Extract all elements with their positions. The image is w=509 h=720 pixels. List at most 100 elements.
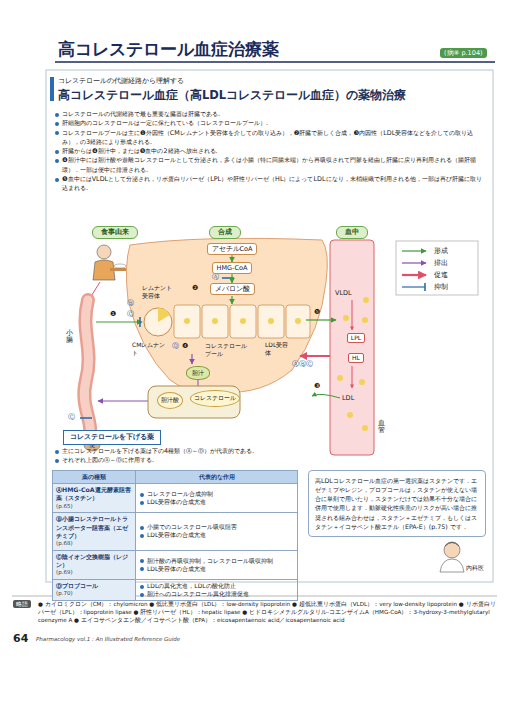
- page-ref: (p.68): [56, 540, 132, 547]
- node-text: 食事由来: [101, 228, 129, 237]
- action-text: LDL受容体の合成亢進: [139, 565, 294, 573]
- callout-number: ❺: [314, 308, 320, 317]
- doctor-figure: [445, 543, 459, 547]
- table-cell: ⒶHMG-CoA還元酵素阻害薬（スタチン）(p.65): [53, 484, 136, 513]
- molecule-box: アセチルCoA: [207, 243, 258, 255]
- table-cell: 薬の種類: [53, 471, 136, 484]
- table-cell: 薬の種類代表的な作用: [53, 471, 298, 484]
- small-intestine: [84, 300, 90, 432]
- drug-marker: Ⓐ: [212, 273, 219, 282]
- action-text: 胆汁酸の再吸収抑制，コレステロール吸収抑制: [139, 557, 294, 565]
- page-number: 64: [13, 632, 28, 646]
- action-text: LDL受容体の合成亢進: [139, 531, 294, 539]
- molecule-box: メバロン酸: [210, 283, 255, 295]
- blood-vessel: [337, 375, 343, 381]
- action-text: 胆汁へのコレステロール異化排泄促進: [139, 590, 294, 598]
- table-cell: 胆汁酸の再吸収抑制，コレステロール吸収抑制LDL受容体の合成亢進: [136, 550, 298, 579]
- pathway-arrows: [312, 394, 340, 398]
- section-header: 血中: [336, 226, 368, 239]
- bullet-text: 主にコレステロールを下げる薬は下の4種類（Ⓐ～Ⓓ）が代表的である.: [54, 447, 299, 456]
- bile-component: コレステロール: [190, 390, 240, 407]
- legend-text: 促進: [434, 271, 448, 279]
- blood-vessel: [347, 412, 353, 418]
- blood-vessel: [343, 315, 349, 321]
- pathway-arrows: [98, 400, 148, 401]
- hepatocytes: [268, 318, 274, 324]
- node-text: HMG-CoA: [217, 264, 248, 272]
- bullet-list: 主にコレステロールを下げる薬は下の4種類（Ⓐ～Ⓓ）が代表的である. それぞれ上図…: [54, 447, 299, 466]
- node-text: LPL: [351, 334, 361, 342]
- page-ref: (p.70): [56, 590, 132, 597]
- enzyme-box: HL: [348, 353, 364, 363]
- pathway-arrows: [352, 366, 353, 388]
- hepatocytes: [202, 305, 228, 338]
- pathway-arrows: [231, 296, 232, 304]
- legend-box: [424, 283, 426, 291]
- hepatocytes: [286, 305, 310, 338]
- table-cell: コレステロール合成抑制LDL受容体の合成亢進: [136, 484, 298, 513]
- section-header: 食事由来: [92, 226, 138, 239]
- bullet-text: それぞれ上図のⒶ～Ⓓに作用する.: [54, 456, 299, 465]
- pathway-arrow: [231, 255, 232, 262]
- abbrev-text: ● カイロミクロン（CM）：chylomicron ● 低比重リポ蛋白（LDL）…: [38, 600, 500, 624]
- pathway-arrows: [352, 300, 353, 330]
- action-text: 小腸でのコレステロール吸収阻害: [139, 523, 294, 531]
- hepatocytes: [230, 305, 256, 338]
- table-cell: Ⓒ陰イオン交換樹脂（レジン）(p.69): [53, 550, 136, 579]
- legend-box: [402, 286, 425, 287]
- running-footer: Pharmacology vol.1 : An Illustrated Refe…: [36, 636, 180, 643]
- hepatocytes: [295, 318, 301, 324]
- part-label: コレステロールプール: [205, 342, 251, 358]
- node-text: HL: [352, 354, 360, 362]
- pathway-arrows: [80, 278, 352, 418]
- node-text: 胆汁酸: [161, 397, 179, 404]
- enzyme-box: LPL: [347, 333, 365, 343]
- section-frame: [46, 70, 493, 582]
- hepatocytes: [144, 305, 310, 338]
- legend-text: 排出: [434, 259, 448, 267]
- hepatocytes: [184, 318, 190, 324]
- blood-vessel: [359, 379, 365, 385]
- reference-tag: (病⑧ p.104): [440, 48, 487, 58]
- pathway-arrows: [198, 380, 199, 386]
- section-frame: [50, 77, 54, 101]
- table-cell: 代表的な作用: [136, 471, 298, 484]
- section-box: コレステロールを下げる薬: [63, 430, 161, 445]
- hepatocytes: [212, 318, 218, 324]
- blood-vessel: [330, 240, 374, 455]
- pathway-arrow: [231, 274, 232, 283]
- bullet-list: コレステロールの代謝経路で最も重要な臓器は肝臓である. 肝細胞内のコレステロール…: [54, 110, 486, 194]
- hepatocytes: [258, 305, 284, 338]
- doctor-figure: [440, 542, 464, 572]
- drug-marker: Ⓓ: [172, 342, 179, 351]
- legend-box: [396, 241, 478, 295]
- blood-vessel: [362, 317, 368, 323]
- title-rule: [55, 62, 495, 63]
- hepatocytes: [158, 308, 170, 322]
- action-text: LDLの異化亢進，LDLの酸化防止: [139, 582, 294, 590]
- pathway-arrows: [96, 321, 142, 322]
- legend-text: 形成: [434, 247, 448, 255]
- callout-number: ❶: [110, 310, 116, 319]
- abbrev-badge: 略語: [13, 600, 31, 608]
- bullet-text: コレステロールの代謝経路で最も重要な臓器は肝臓である.: [54, 110, 486, 119]
- drug-name: ⒶHMG-CoA還元酵素阻害薬（スタチン）: [56, 486, 132, 503]
- hepatocytes: [174, 305, 200, 338]
- table-cell: Ⓓプロブコール(p.70) LDLの異化亢進，LDLの酸化防止胆汁へのコレステロー…: [53, 579, 298, 600]
- bullet-text: ❹胆汁中には胆汁酸や遊離コレステロールとして分泌され，多くは小腸（特に回腸末端）…: [54, 156, 486, 175]
- hepatocytes: [144, 308, 172, 336]
- part-label: LDL受容体: [265, 341, 291, 357]
- speaker-label: 内科医: [466, 564, 484, 572]
- molecule-box: HMG-CoA: [212, 262, 253, 274]
- drug-name: Ⓓプロブコール: [56, 582, 132, 590]
- callout-number: ❷: [192, 284, 198, 293]
- callout-number: ❸: [314, 382, 320, 391]
- page-ref: (p.65): [56, 503, 132, 510]
- drug-table: 薬の種類代表的な作用 ⒶHMG-CoA還元酵素阻害薬（スタチン）(p.65)コレ…: [52, 470, 298, 601]
- legend-box: [402, 274, 426, 276]
- legend-text: 抑制: [434, 283, 448, 291]
- diner-figure: [97, 245, 111, 259]
- part-label: レムナント受容体: [142, 284, 176, 300]
- diner-figure: [114, 264, 126, 268]
